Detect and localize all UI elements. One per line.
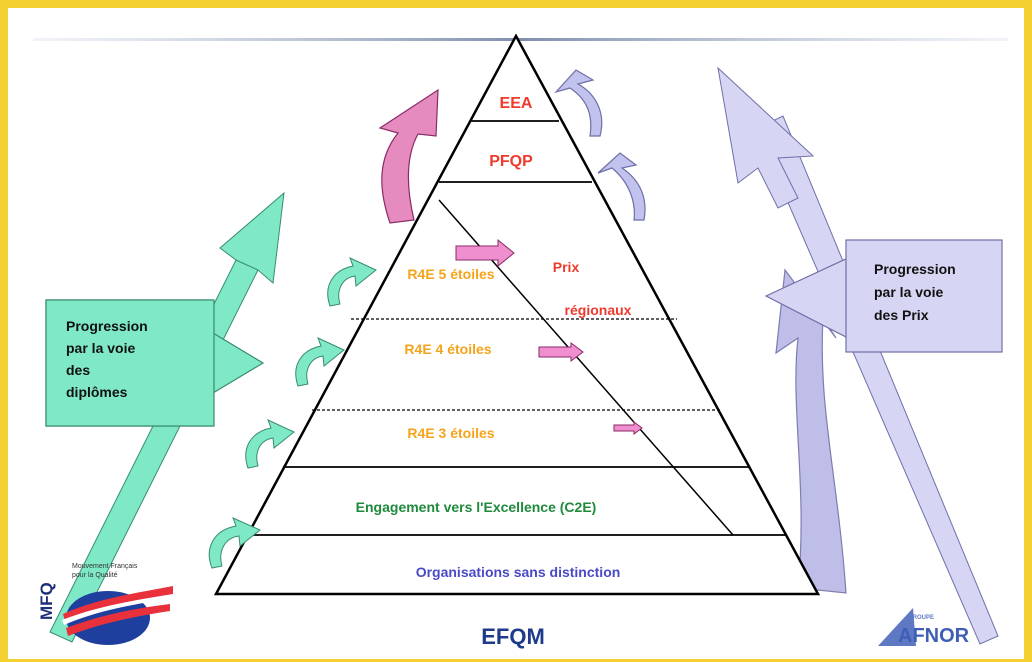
label-c2e: Engagement vers l'Excellence (C2E) — [356, 499, 597, 515]
pink-curve-arrow — [378, 88, 439, 224]
left-box-line-2: par la voie — [66, 340, 135, 356]
right-box-line-3: des Prix — [874, 307, 929, 323]
right-box-line-1: Progression — [874, 261, 956, 277]
left-box-line-3: des — [66, 362, 90, 378]
header-rule — [33, 38, 1008, 41]
diploma-progression-box — [45, 299, 265, 427]
efqm-logo: EFQM — [481, 624, 545, 649]
svg-text:AFNOR: AFNOR — [898, 625, 970, 647]
pyramid — [213, 33, 821, 596]
label-eea: EEA — [500, 95, 533, 112]
label-r4e-4: R4E 4 étoiles — [404, 341, 491, 357]
excellence-pyramid-diagram: EEA PFQP R4E 5 étoiles R4E 4 étoiles R4E… — [33, 33, 1008, 649]
label-prix-2: régionaux — [565, 302, 632, 318]
svg-text:MFQ: MFQ — [37, 582, 56, 620]
prize-progression-box — [764, 239, 1003, 353]
regional-prize-arrows — [455, 238, 643, 435]
svg-text:pour la Qualité: pour la Qualité — [72, 572, 118, 579]
mfq-logo: MFQ Mouvement Français pour la Qualité — [37, 563, 173, 645]
label-prix-1: Prix — [553, 259, 580, 275]
right-box-line-2: par la voie — [874, 284, 943, 300]
left-box-line-4: diplômes — [66, 384, 128, 400]
afnor-logo: GROUPE AFNOR — [878, 608, 970, 647]
label-pfqp: PFQP — [489, 153, 533, 170]
label-base: Organisations sans distinction — [416, 564, 621, 580]
prize-curve-arrows-small — [554, 69, 646, 221]
svg-text:Mouvement Français: Mouvement Français — [72, 563, 138, 570]
prize-progression-big-arrow — [717, 66, 999, 645]
left-box-line-1: Progression — [66, 318, 148, 334]
svg-text:GROUPE: GROUPE — [908, 615, 934, 621]
label-r4e-3: R4E 3 étoiles — [407, 425, 494, 441]
diploma-curve-arrows — [208, 257, 377, 569]
label-r4e-5: R4E 5 étoiles — [407, 266, 494, 282]
